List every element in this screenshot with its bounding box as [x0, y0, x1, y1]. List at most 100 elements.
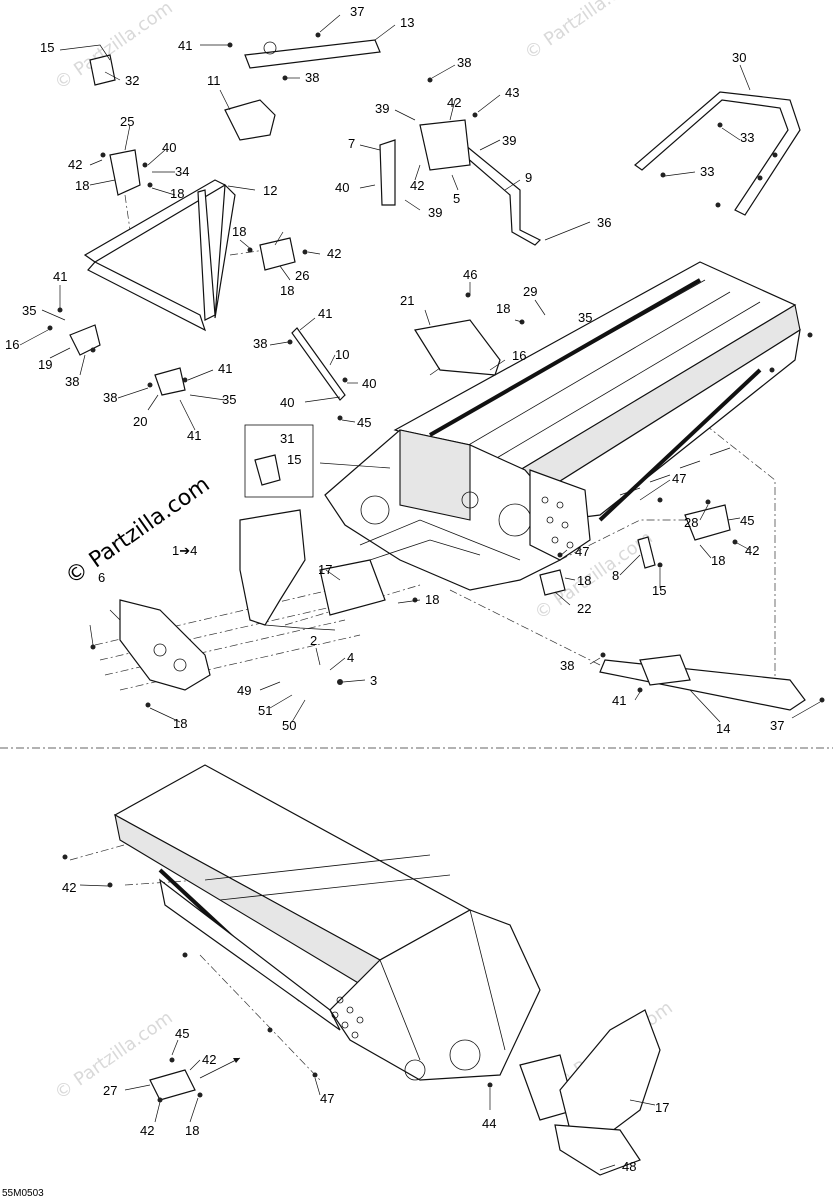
callout: 39 [375, 101, 389, 116]
brackets [69, 54, 731, 596]
callout: 19 [38, 357, 52, 372]
callout: 35 [222, 392, 236, 407]
callout: 40 [162, 140, 176, 155]
callout: 42 [327, 246, 341, 261]
callout: 20 [133, 414, 147, 429]
watermark-main: © Partzilla.com [61, 472, 214, 590]
parts-7-9-struts [379, 119, 542, 246]
callout: 42 [447, 95, 461, 110]
callout: 42 [202, 1052, 216, 1067]
callout: 18 [711, 553, 725, 568]
callout: 42 [68, 157, 82, 172]
callout: 40 [280, 395, 294, 410]
callout: 36 [597, 215, 611, 230]
part-12-a-frame [83, 179, 236, 332]
part-13-upper-column [244, 39, 381, 69]
callout: 15 [652, 583, 666, 598]
assembly-lines [69, 194, 796, 1081]
callout: 38 [253, 336, 267, 351]
callout: 11 [207, 73, 221, 88]
callout: 41 [178, 38, 192, 53]
callout: 41 [218, 361, 232, 376]
callout: 18 [232, 224, 246, 239]
part-10-rod [291, 327, 346, 401]
callout: 47 [672, 471, 686, 486]
callout: 50 [282, 718, 296, 733]
callout: 30 [732, 50, 746, 65]
callout: 38 [457, 55, 471, 70]
callout: 46 [463, 267, 477, 282]
callout: 41 [612, 693, 626, 708]
callout: 45 [175, 1026, 189, 1041]
callout: 18 [75, 178, 89, 193]
callout: 38 [103, 390, 117, 405]
callout: 9 [525, 170, 532, 185]
callout: 1➔4 [172, 543, 197, 558]
callout: 18 [577, 573, 591, 588]
callout: 42 [140, 1123, 154, 1138]
callout: 13 [400, 15, 414, 30]
callout: 38 [560, 658, 574, 673]
callout: 48 [622, 1159, 636, 1174]
callout: 33 [740, 130, 754, 145]
callout: 37 [350, 4, 364, 19]
callout: 39 [428, 205, 442, 220]
callout: 28 [684, 515, 698, 530]
front-plates [119, 509, 386, 691]
callout: 18 [425, 592, 439, 607]
callouts-upper: 37 13 41 15 38 32 11 38 30 42 43 25 39 4… [5, 4, 784, 736]
callout: 40 [335, 180, 349, 195]
callout: 42 [410, 178, 424, 193]
drawing-code: 55M0503 [2, 1188, 44, 1199]
callout: 14 [716, 721, 730, 736]
callout: 3 [370, 673, 377, 688]
callout: 40 [362, 376, 376, 391]
leader-lines [19, 14, 821, 1171]
callout: 44 [482, 1116, 496, 1131]
callout: 18 [170, 186, 184, 201]
lower-plate-holes [331, 996, 364, 1039]
callout: 16 [512, 348, 526, 363]
callout: 41 [187, 428, 201, 443]
upper-chassis [324, 261, 801, 591]
callout: 43 [505, 85, 519, 100]
callout: 33 [700, 164, 714, 179]
lower-chassis [113, 764, 661, 1176]
callout: 51 [258, 703, 272, 718]
callout: 49 [237, 683, 251, 698]
callout: 41 [53, 269, 67, 284]
callout: 15 [287, 452, 301, 467]
callout: 12 [263, 183, 277, 198]
callout: 29 [523, 284, 537, 299]
callouts-lower: 42 45 42 27 47 44 17 42 18 48 [62, 880, 669, 1174]
callout: 41 [318, 306, 332, 321]
callout: 26 [295, 268, 309, 283]
callout: 47 [320, 1091, 334, 1106]
callout: 47 [575, 544, 589, 559]
callout: 4 [347, 650, 354, 665]
part-14-lower-column [599, 659, 806, 711]
callout: 5 [453, 191, 460, 206]
callout: 42 [62, 880, 76, 895]
callout: 35 [578, 310, 592, 325]
callout: 27 [103, 1083, 117, 1098]
callout: 10 [335, 347, 349, 362]
callout: 22 [577, 601, 591, 616]
callout: 18 [173, 716, 187, 731]
callout: 16 [5, 337, 19, 352]
callout: 18 [280, 283, 294, 298]
callout: 39 [502, 133, 516, 148]
callout: 18 [185, 1123, 199, 1138]
callout: 17 [655, 1100, 669, 1115]
callout: 25 [120, 114, 134, 129]
callout: 37 [770, 718, 784, 733]
callout: 32 [125, 73, 139, 88]
upper-bars [244, 39, 806, 711]
callout: 38 [65, 374, 79, 389]
callout: 35 [22, 303, 36, 318]
callout: 21 [400, 293, 414, 308]
callout: 42 [745, 543, 759, 558]
callout: 2 [310, 633, 317, 648]
